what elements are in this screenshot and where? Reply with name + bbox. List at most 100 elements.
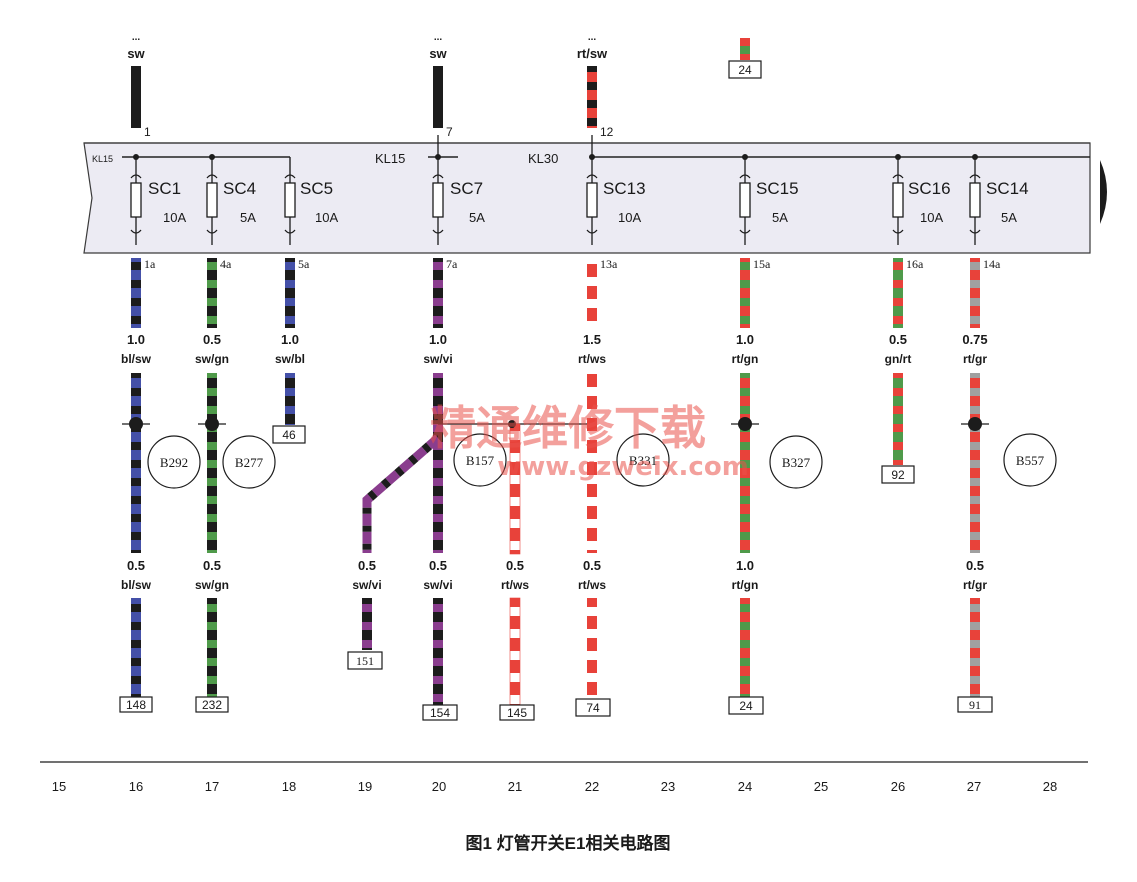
wire-col17-upper [207, 258, 217, 328]
top-wire-size-col20: ... [434, 32, 443, 43]
wire-col24-mid [740, 373, 750, 553]
connector-24: 24 [739, 699, 753, 713]
connector-145: 145 [507, 706, 527, 720]
fuse-sc7-rating: 5A [469, 210, 485, 225]
fuse-sc1 [130, 157, 142, 245]
bottom-pin-4a: 4a [220, 257, 232, 271]
wire-col22-upper [587, 258, 597, 328]
fuse-sc4-name: SC4 [223, 179, 256, 198]
wire-color: rt/ws [501, 578, 529, 592]
fuse-sc14-name: SC14 [986, 179, 1029, 198]
fuse-sc4 [206, 157, 218, 245]
fuse-sc15 [739, 157, 751, 245]
fuse-sc5-name: SC5 [300, 179, 333, 198]
fuse-terminal-hooks [130, 174, 981, 234]
grid-number: 21 [508, 779, 522, 794]
wire-color: gn/rt [885, 352, 912, 366]
splice-dot [205, 417, 219, 431]
connector-46: 46 [282, 428, 296, 442]
wire-col27-mid [970, 373, 980, 553]
top-pin-12: 12 [600, 125, 614, 139]
top-wire-color-col16: sw [127, 46, 145, 61]
connector-232: 232 [202, 698, 222, 712]
lower-wire-labels: 0.5 bl/sw 0.5 sw/gn 0.5 sw/vi 0.5 sw/vi … [121, 558, 987, 592]
fuse-sc16-rating: 10A [920, 210, 943, 225]
bottom-pin-7a: 7a [446, 257, 458, 271]
wire-col24-lower [740, 598, 750, 698]
connector-151: 151 [356, 654, 374, 668]
wire-size: 1.0 [736, 332, 754, 347]
wire-col20-mid [433, 373, 443, 553]
wire-color: rt/ws [578, 578, 606, 592]
watermark-url: www.gzweix.com [497, 452, 749, 482]
connector-154: 154 [430, 706, 450, 720]
wire-color: sw/gn [195, 352, 229, 366]
wire-col18-upper [285, 258, 295, 328]
connector-boxes [119, 60, 993, 721]
wire-top-col20 [433, 66, 443, 128]
wire-color: rt/gn [732, 578, 759, 592]
grid-numbers: 15 16 17 18 19 20 21 22 23 24 25 26 27 2… [52, 779, 1057, 794]
wire-color: rt/gn [732, 352, 759, 366]
wire-col27-upper [970, 258, 980, 328]
fuse-sc14 [969, 157, 981, 245]
fuse-box-right-edge [1100, 160, 1107, 224]
wire-size: 1.5 [583, 332, 601, 347]
grid-number: 27 [967, 779, 981, 794]
grid-number: 20 [432, 779, 446, 794]
grid-number: 23 [661, 779, 675, 794]
wire-size: 1.0 [127, 332, 145, 347]
wire-size: 0.5 [506, 558, 524, 573]
wire-col20-lower [433, 598, 443, 706]
bottom-pin-15a: 15a [753, 257, 771, 271]
top-wire-size-col16: ... [132, 32, 141, 43]
wire-color: sw/gn [195, 578, 229, 592]
bus-label-kl15-left: KL15 [92, 154, 113, 164]
fuse-sc16-name: SC16 [908, 179, 951, 198]
wire-size: 0.5 [358, 558, 376, 573]
watermark-cn: 精通维修下载 [430, 401, 706, 455]
wire-color: rt/ws [578, 352, 606, 366]
grid-number: 15 [52, 779, 66, 794]
bus-label-kl15-mid: KL15 [375, 151, 405, 166]
bottom-pin-5a: 5a [298, 257, 310, 271]
top-pin-1: 1 [144, 125, 151, 139]
bottom-pin-16a: 16a [906, 257, 924, 271]
splice-circles [147, 433, 1057, 489]
wire-col27-lower [970, 598, 980, 698]
fuses [130, 135, 981, 245]
wire-col19-branch [362, 434, 441, 553]
bus-label-kl30: KL30 [528, 151, 558, 166]
wire-size: 0.5 [203, 558, 221, 573]
grid-number: 24 [738, 779, 752, 794]
wire-col16-upper [131, 258, 141, 328]
wire-col16-mid [131, 373, 141, 553]
wire-color: sw/bl [275, 352, 305, 366]
mid-wire-labels: 1.0 bl/sw 0.5 sw/gn 1.0 sw/bl 1.0 sw/vi … [121, 332, 988, 366]
connector-74: 74 [586, 701, 600, 715]
splice-label-b331: B331 [629, 453, 657, 468]
fuse-sc13-rating: 10A [618, 210, 641, 225]
wire-size: 0.5 [966, 558, 984, 573]
splice-label-b157: B157 [466, 453, 495, 468]
wire-color: sw/vi [423, 352, 452, 366]
wire-col18-mid [285, 373, 295, 425]
splice-points [122, 417, 989, 431]
fuse-sc1-rating: 10A [163, 210, 186, 225]
grid-number: 26 [891, 779, 905, 794]
wire-col20-upper [433, 258, 443, 328]
connector-24-top: 24 [738, 63, 752, 77]
wire-size: 1.0 [736, 558, 754, 573]
fuse-sc15-rating: 5A [772, 210, 788, 225]
grid-number: 18 [282, 779, 296, 794]
wire-size: 1.0 [429, 332, 447, 347]
splice-label-b292: B292 [160, 455, 188, 470]
top-wire-color-col20: sw [429, 46, 447, 61]
wire-top-col24 [740, 38, 750, 60]
wire-size: 0.5 [583, 558, 601, 573]
wire-col26-upper [893, 258, 903, 328]
grid-number: 25 [814, 779, 828, 794]
wire-size: 0.5 [127, 558, 145, 573]
grid-number: 19 [358, 779, 372, 794]
